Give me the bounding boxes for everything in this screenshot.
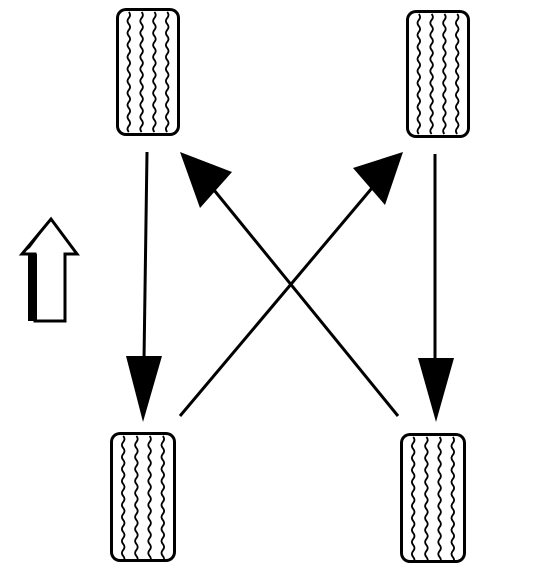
tread-groove bbox=[424, 436, 429, 563]
tire-rear-left bbox=[110, 432, 176, 562]
tread-groove bbox=[429, 13, 434, 135]
tire-rear-right bbox=[400, 433, 466, 563]
vehicle-front-direction-arrow-icon bbox=[18, 216, 80, 323]
tire-front-right bbox=[406, 10, 470, 138]
tread-groove bbox=[134, 435, 139, 562]
tread-groove bbox=[437, 436, 442, 563]
tire-front-left bbox=[116, 8, 180, 136]
tread-groove bbox=[152, 11, 157, 133]
tread-pattern bbox=[416, 13, 460, 135]
tread-groove bbox=[165, 11, 170, 133]
tread-groove bbox=[139, 11, 144, 133]
tread-groove bbox=[121, 435, 126, 562]
arrow-front-right-to-rear-right bbox=[418, 154, 454, 422]
tread-groove bbox=[450, 436, 455, 563]
tread-groove bbox=[411, 436, 416, 563]
tread-groove bbox=[147, 435, 152, 562]
tread-groove bbox=[126, 11, 131, 133]
arrow-rear-right-to-front-left bbox=[180, 152, 400, 417]
tread-groove bbox=[455, 13, 460, 135]
arrow-front-left-to-rear-left bbox=[126, 151, 162, 422]
arrow-rear-left-to-front-right bbox=[178, 152, 403, 417]
tread-pattern bbox=[411, 436, 455, 563]
tread-pattern bbox=[126, 11, 170, 133]
tread-groove bbox=[442, 13, 447, 135]
tread-pattern bbox=[121, 435, 165, 562]
tread-groove bbox=[416, 13, 421, 135]
tread-groove bbox=[160, 435, 165, 562]
